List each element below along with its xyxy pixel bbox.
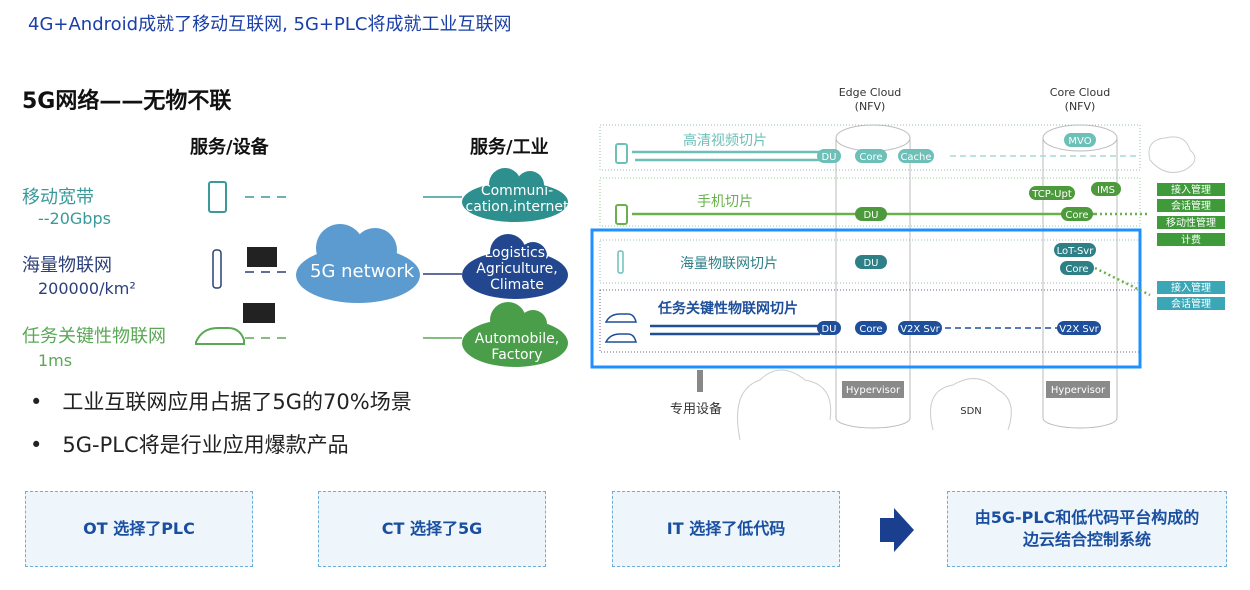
plc-device-icon	[247, 247, 277, 267]
edge-cloud-label: Edge Cloud	[839, 86, 902, 99]
node-ims: IMS	[1097, 185, 1115, 196]
section-title: 5G网络——无物不联	[22, 89, 232, 114]
node-tcp-upt: TCP-Upt	[1031, 189, 1072, 200]
outline-clouds	[737, 136, 1196, 441]
core-cloud-label: Core Cloud	[1050, 86, 1110, 99]
func-boxes: 接入管理 会话管理 移动性管理 计费 接入管理 会话管理	[1157, 183, 1225, 310]
cloud-line: Climate	[490, 277, 544, 293]
industry-cloud-text: Logistics,Agriculture,Climate	[462, 245, 572, 293]
slice-label: 任务关键性物联网切片	[657, 300, 798, 317]
industry-cloud-auto	[462, 302, 568, 367]
node-du: DU	[821, 324, 836, 335]
func-label: 会话管理	[1171, 199, 1211, 212]
node-v2x: V2X Svr	[900, 324, 940, 335]
ct-box: CT 选择了5G	[318, 491, 546, 567]
ot-box: OT 选择了PLC	[25, 491, 253, 567]
row-value: 200000/km²	[38, 279, 136, 298]
hypervisor-label: Hypervisor	[1051, 385, 1106, 396]
result-box: 由5G-PLC和低代码平台构成的边云结合控制系统	[947, 491, 1227, 567]
cloud-line: Communi-	[480, 183, 554, 199]
node-mvo: MVO	[1068, 136, 1091, 147]
industry-cloud-comm	[462, 168, 568, 222]
col-devices: 服务/设备	[190, 137, 269, 158]
node-core: Core	[859, 152, 882, 163]
slice-label: 海量物联网切片	[680, 256, 778, 272]
device-label: 专用设备	[670, 401, 722, 417]
core-cloud-label-2: (NFV)	[1065, 100, 1096, 113]
sensor-icon	[212, 249, 222, 289]
col-industry: 服务/工业	[470, 137, 549, 158]
cloud-line: Factory	[491, 347, 543, 363]
bullet-item: •5G-PLC将是行业应用爆款产品	[30, 433, 349, 457]
industry-cloud-text: Communi-cation,internet	[462, 183, 572, 215]
industry-cloud-logistics	[462, 234, 568, 299]
hypervisor-label: Hypervisor	[846, 385, 901, 396]
func-label: 接入管理	[1171, 281, 1211, 294]
cloud-line: Automobile,	[474, 331, 560, 347]
row-value: --20Gbps	[38, 209, 111, 228]
row-value: 1ms	[38, 351, 73, 370]
node-v2x: V2X Svr	[1059, 324, 1099, 335]
slide-title: 4G+Android成就了移动互联网, 5G+PLC将成就工业互联网	[28, 14, 512, 35]
5g-network-label: 5G network	[310, 261, 415, 282]
5g-cloud	[296, 224, 420, 303]
cloud-line: Agriculture,	[476, 261, 558, 277]
node-lot-svr: LoT-Svr	[1057, 246, 1095, 257]
edge-cloud-label-2: (NFV)	[855, 100, 886, 113]
row-label: 海量物联网	[22, 255, 112, 276]
node-du: DU	[821, 152, 836, 163]
func-label: 会话管理	[1171, 297, 1211, 310]
slice-label: 高清视频切片	[683, 132, 767, 149]
dash-links	[245, 196, 290, 339]
cloud-line: Logistics,	[484, 245, 550, 261]
row-label: 任务关键性物联网	[22, 326, 166, 347]
cloud-line: cation,internet	[465, 199, 569, 215]
row-label: 移动宽带	[22, 187, 94, 208]
func-label: 接入管理	[1171, 183, 1211, 196]
car-icon	[195, 327, 245, 345]
cylinders	[835, 124, 1118, 429]
node-du: DU	[863, 210, 878, 221]
node-core: Core	[1065, 264, 1088, 275]
func-label: 计费	[1181, 233, 1201, 246]
node-du: DU	[863, 258, 878, 269]
it-box: IT 选择了低代码	[612, 491, 840, 567]
node-core: Core	[1065, 210, 1088, 221]
result-line: 由5G-PLC和低代码平台构成的	[974, 508, 1200, 527]
bullet-item: •工业互联网应用占据了5G的70%场景	[30, 390, 412, 414]
node-cache: Cache	[900, 152, 931, 163]
node-pills: DU Core Cache MVO DU TCP-Upt IMS Core DU…	[817, 133, 1121, 335]
gateway-device-icon	[243, 303, 275, 323]
phone-icon	[208, 181, 227, 213]
slice-label: 手机切片	[697, 194, 753, 210]
func-label: 移动性管理	[1166, 216, 1216, 229]
sdn-label: SDN	[960, 406, 982, 417]
node-core: Core	[859, 324, 882, 335]
industry-cloud-text: Automobile,Factory	[462, 331, 572, 363]
highlight-box	[590, 228, 1142, 369]
result-line: 边云结合控制系统	[1022, 530, 1151, 549]
arrow-right-icon	[880, 508, 914, 552]
